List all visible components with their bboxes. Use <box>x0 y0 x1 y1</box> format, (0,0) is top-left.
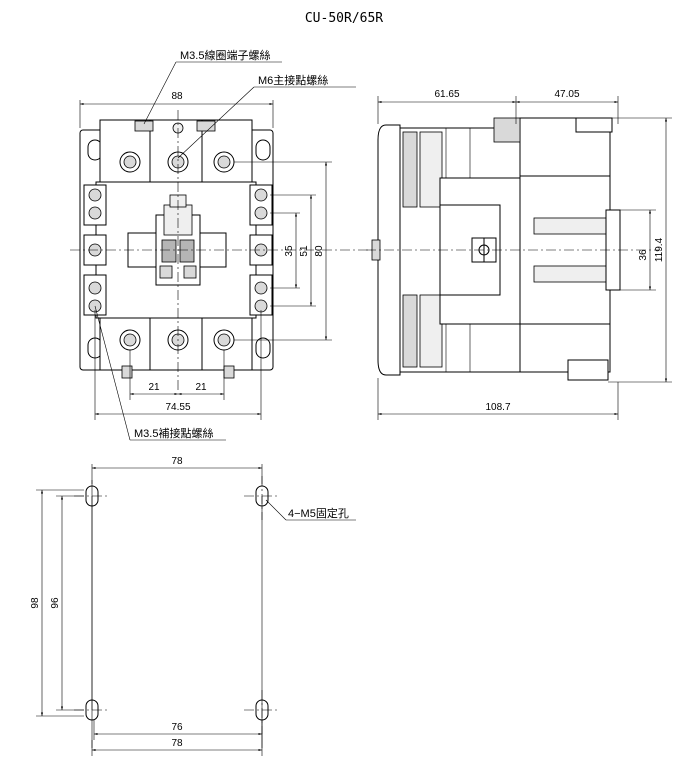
drawing-title: CU-50R/65R <box>305 11 383 26</box>
dim-mount-width-top: 78 <box>171 456 183 467</box>
dim-front-height-inner: 51 <box>299 245 310 257</box>
side-view: 61.65 47.05 108.7 119.4 36 <box>366 89 672 420</box>
dim-side-right-depth: 47.05 <box>554 89 579 100</box>
mounting-hole-pattern: 78 98 96 76 78 4−M5固定孔 <box>30 456 356 756</box>
dim-mount-width-bottom: 78 <box>171 738 183 749</box>
main-terminal-screws-top <box>119 151 235 173</box>
aux-screws <box>88 188 268 313</box>
dim-front-height-outer: 80 <box>314 245 325 257</box>
callout-coil-terminal: M3.5線圈端子螺絲 <box>180 48 270 62</box>
callout-mounting-holes: 4−M5固定孔 <box>288 506 349 520</box>
dim-side-total-height: 119.4 <box>654 237 665 262</box>
front-view: 88 80 51 35 21 21 74.55 M3.5線圈端子螺絲 <box>70 48 372 441</box>
dim-mount-height-inner: 96 <box>50 597 61 609</box>
callout-aux-contact: M3.5補接點螺絲 <box>134 426 213 440</box>
dim-side-left-depth: 61.65 <box>434 89 459 100</box>
dim-mount-width-inner: 76 <box>171 722 183 733</box>
dim-side-rail-height: 36 <box>638 249 649 261</box>
dim-front-width-bottom: 74.55 <box>165 402 190 413</box>
dim-mount-height-outer: 98 <box>30 597 41 609</box>
dim-front-pitch-left: 21 <box>148 382 160 393</box>
dim-side-total-depth: 108.7 <box>485 402 510 413</box>
dim-front-width-top: 88 <box>171 91 183 102</box>
dim-front-height-center: 35 <box>284 245 295 257</box>
dim-front-pitch-right: 21 <box>195 382 207 393</box>
callout-main-contact: M6主接點螺絲 <box>258 73 328 87</box>
mounting-holes <box>74 476 280 734</box>
